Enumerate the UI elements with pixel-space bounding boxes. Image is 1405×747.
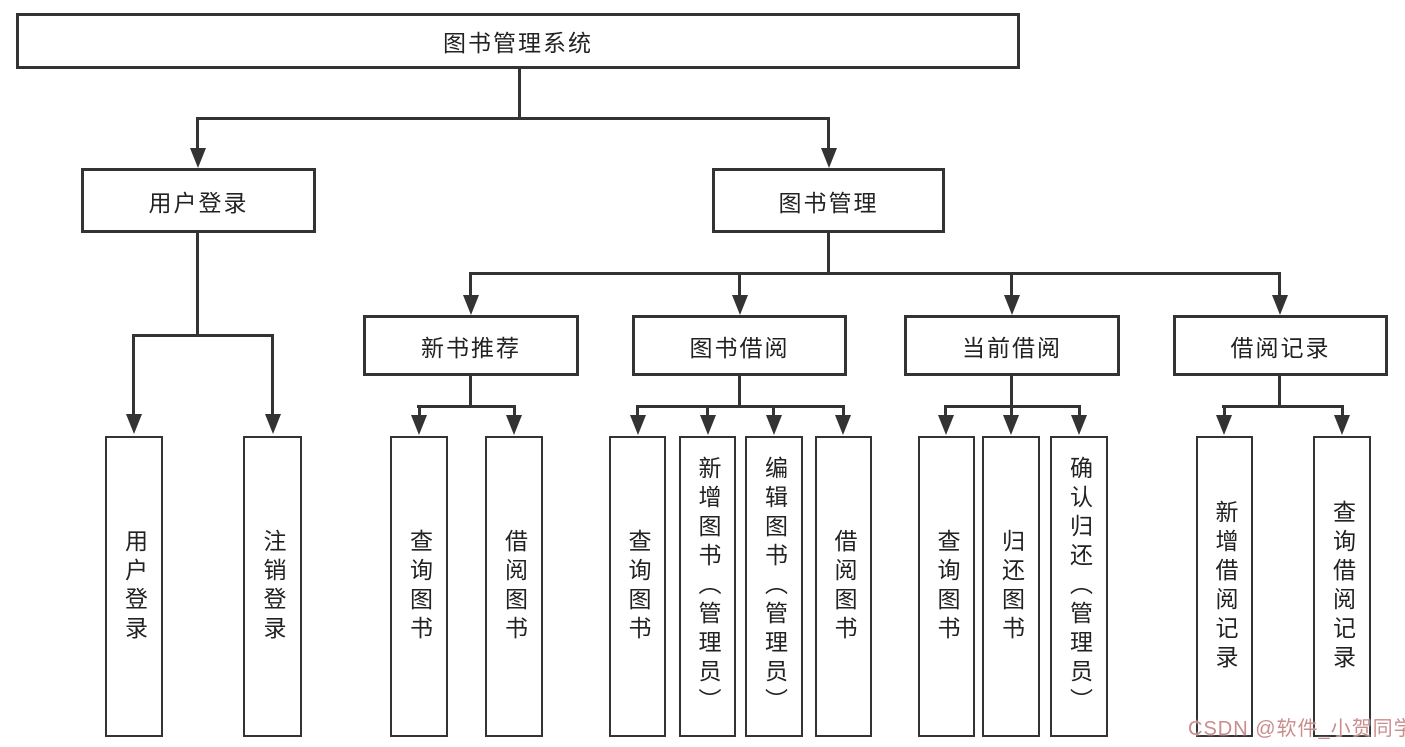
connector-line: [132, 334, 135, 416]
connector-line: [1223, 405, 1226, 417]
arrow-down-icon: [630, 415, 646, 435]
arrow-down-icon: [1003, 415, 1019, 435]
connector-line: [271, 334, 274, 416]
leaf-query-books-recommend: 查询图书: [390, 436, 448, 737]
node-book-borrow-label: 图书借阅: [689, 334, 790, 361]
node-user-login-label: 用户登录: [148, 189, 249, 216]
connector-line: [772, 405, 775, 417]
leaf-confirm-return-admin-label: 确认归还（管理员）: [1066, 456, 1093, 717]
leaf-add-book-admin-label: 新增图书（管理员）: [695, 456, 721, 717]
arrow-down-icon: [732, 295, 748, 315]
leaf-add-book-admin: 新增图书（管理员）: [679, 436, 736, 737]
leaf-add-borrow-record: 新增借阅记录: [1196, 436, 1253, 737]
leaf-query-borrow-record: 查询借阅记录: [1313, 436, 1371, 737]
leaf-return-book: 归还图书: [982, 436, 1040, 737]
connector-line: [706, 405, 709, 417]
node-root-label: 图书管理系统: [443, 30, 593, 56]
arrow-down-icon: [835, 415, 851, 435]
node-borrow-records: 借阅记录: [1173, 315, 1388, 376]
arrow-down-icon: [700, 415, 716, 435]
node-current-borrow-label: 当前借阅: [962, 334, 1062, 361]
arrow-down-icon: [1272, 295, 1288, 315]
connector-line: [196, 231, 199, 336]
leaf-edit-book-admin-label: 编辑图书（管理员）: [761, 456, 788, 717]
arrow-down-icon: [126, 414, 142, 434]
arrow-down-icon: [265, 414, 281, 434]
arrow-down-icon: [190, 148, 206, 168]
leaf-query-books-borrow-label: 查询图书: [625, 528, 651, 645]
leaf-query-books-current: 查询图书: [918, 436, 975, 737]
leaf-confirm-return-admin: 确认归还（管理员）: [1050, 436, 1108, 737]
leaf-user-login: 用户登录: [105, 436, 163, 737]
arrow-down-icon: [1004, 295, 1020, 315]
arrow-down-icon: [1216, 415, 1232, 435]
node-current-borrow: 当前借阅: [904, 315, 1120, 376]
connector-line: [1010, 272, 1013, 297]
leaf-query-books-borrow: 查询图书: [609, 436, 666, 737]
leaf-logout: 注销登录: [243, 436, 302, 737]
leaf-add-borrow-record-label: 新增借阅记录: [1212, 499, 1238, 674]
arrow-down-icon: [411, 415, 427, 435]
connector-line: [196, 117, 199, 152]
connector-line: [1278, 375, 1281, 407]
connector-line: [417, 405, 516, 408]
node-user-login: 用户登录: [81, 168, 316, 233]
connector-line: [827, 231, 830, 274]
connector-line: [738, 375, 741, 407]
leaf-user-login-label: 用户登录: [121, 528, 148, 645]
leaf-borrow-books-borrow-label: 借阅图书: [831, 528, 857, 645]
leaf-logout-label: 注销登录: [260, 528, 286, 645]
node-book-management-label: 图书管理: [778, 189, 879, 216]
connector-line: [944, 405, 947, 417]
node-root: 图书管理系统: [16, 13, 1020, 69]
connector-line: [513, 405, 516, 417]
arrow-down-icon: [1334, 415, 1350, 435]
connector-line: [738, 272, 741, 297]
connector-line: [469, 272, 472, 297]
connector-line: [518, 69, 521, 118]
leaf-borrow-books-borrow: 借阅图书: [815, 436, 872, 737]
connector-line: [469, 272, 1281, 275]
connector-line: [842, 405, 845, 417]
arrow-down-icon: [506, 415, 522, 435]
connector-line: [1010, 375, 1013, 407]
connector-line: [196, 117, 830, 120]
node-new-book-recommend-label: 新书推荐: [421, 334, 521, 361]
connector-line: [418, 405, 421, 417]
connector-line: [1010, 405, 1013, 417]
arrow-down-icon: [1071, 415, 1087, 435]
connector-line: [1278, 272, 1281, 297]
leaf-query-books-recommend-label: 查询图书: [406, 528, 433, 645]
leaf-query-borrow-record-label: 查询借阅记录: [1329, 499, 1356, 674]
connector-line: [827, 117, 830, 152]
watermark: CSDN @软件_小贺同学: [1188, 718, 1405, 740]
leaf-borrow-books-recommend: 借阅图书: [485, 436, 543, 737]
arrow-down-icon: [938, 415, 954, 435]
connector-line: [132, 334, 274, 337]
leaf-query-books-current-label: 查询图书: [934, 528, 960, 645]
connector-line: [469, 375, 472, 407]
connector-line: [1341, 405, 1344, 417]
connector-line: [1222, 405, 1344, 408]
arrow-down-icon: [766, 415, 782, 435]
connector-line: [636, 405, 639, 417]
connector-line: [1078, 405, 1081, 417]
arrow-down-icon: [821, 148, 837, 168]
node-book-borrow: 图书借阅: [632, 315, 847, 376]
arrow-down-icon: [463, 295, 479, 315]
leaf-borrow-books-recommend-label: 借阅图书: [501, 528, 528, 645]
node-borrow-records-label: 借阅记录: [1230, 334, 1331, 361]
leaf-return-book-label: 归还图书: [998, 528, 1025, 645]
connector-line: [636, 405, 845, 408]
node-new-book-recommend: 新书推荐: [363, 315, 579, 376]
leaf-edit-book-admin: 编辑图书（管理员）: [745, 436, 803, 737]
node-book-management: 图书管理: [712, 168, 945, 233]
